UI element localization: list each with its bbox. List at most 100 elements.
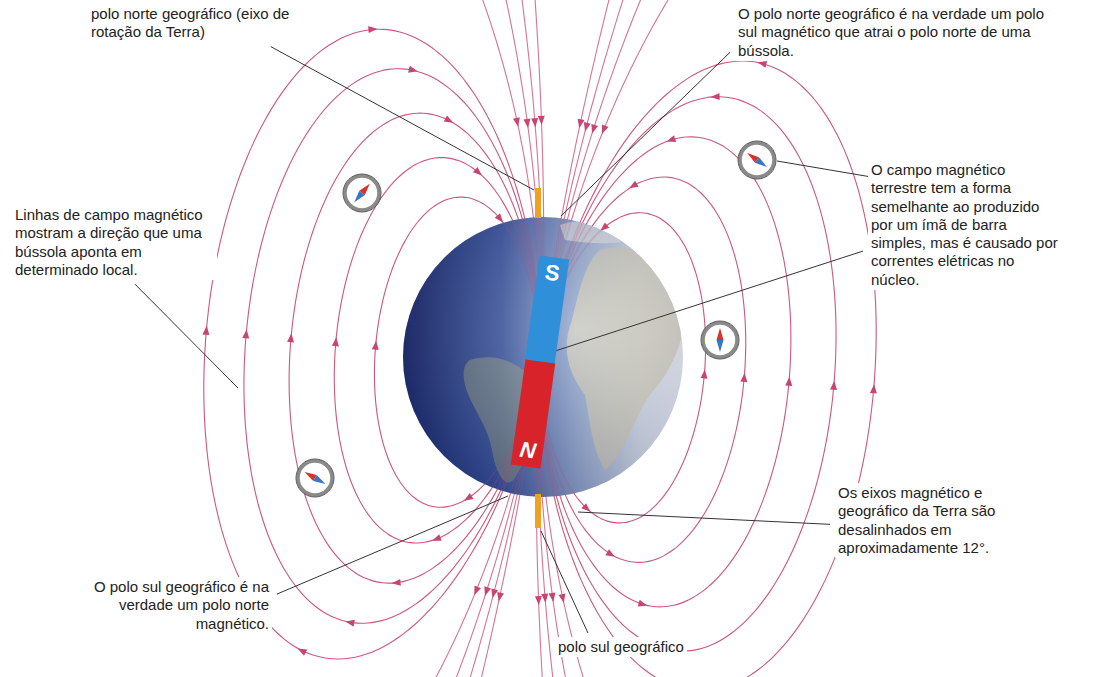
field-line <box>0 0 663 677</box>
field-arrow <box>372 340 380 350</box>
field-arrow <box>710 92 720 100</box>
callout-text: polo sul geográfico <box>555 637 687 657</box>
leader-line <box>561 52 730 216</box>
field-arrow <box>605 549 615 557</box>
field-line <box>0 0 591 677</box>
field-arrow <box>464 493 474 502</box>
field-arrow <box>444 115 454 123</box>
field-line <box>270 103 560 594</box>
globe-shading <box>403 217 683 497</box>
field-arrow <box>605 549 615 557</box>
leader-line <box>135 284 238 388</box>
field-arrow <box>638 600 648 608</box>
field-arrow <box>601 124 609 134</box>
field-arrow <box>432 534 442 542</box>
field-arrow <box>558 593 565 603</box>
leader-line <box>541 531 588 633</box>
field-arrow <box>629 180 639 189</box>
field-line <box>0 0 618 677</box>
field-arrow <box>710 92 720 100</box>
pole-letter: S <box>544 260 562 286</box>
field-arrow <box>202 326 210 336</box>
field-line <box>462 0 1099 677</box>
field-arrow <box>740 373 748 383</box>
compass <box>296 459 334 497</box>
field-arrow <box>287 333 295 343</box>
compass <box>701 321 739 359</box>
callout-text: Os eixos magnético e geográfico da Terra… <box>835 483 1050 558</box>
field-line <box>519 125 809 616</box>
field-arrow <box>368 26 378 34</box>
field-arrow <box>740 373 748 383</box>
field-arrow <box>242 329 250 339</box>
field-arrow <box>830 380 838 390</box>
field-arrow <box>444 115 454 123</box>
field-arrow <box>523 118 531 128</box>
field-arrow <box>581 503 591 512</box>
field-arrow <box>537 115 545 125</box>
compass <box>738 141 776 179</box>
field-arrow <box>297 648 307 655</box>
field-line <box>0 0 754 677</box>
field-arrow <box>512 117 520 127</box>
field-line <box>222 57 564 637</box>
field-arrow <box>496 592 504 602</box>
field-arrow <box>537 115 545 125</box>
field-arrow <box>491 589 499 599</box>
field-arrow <box>530 117 538 127</box>
field-arrow <box>541 593 549 603</box>
field-arrow <box>474 586 481 596</box>
field-arrow <box>785 377 793 387</box>
pole-letter: N <box>518 438 537 464</box>
field-arrow <box>496 592 504 602</box>
leader-line <box>552 251 863 352</box>
callout-text: O polo sul geográfico é na verdade um po… <box>40 577 272 634</box>
field-arrow <box>297 648 307 655</box>
field-arrow <box>785 377 793 387</box>
field-line <box>417 0 1099 677</box>
field-arrow <box>830 380 838 390</box>
field-arrow <box>345 619 355 627</box>
field-arrow <box>372 340 380 350</box>
field-line <box>0 0 754 677</box>
field-arrow <box>870 384 878 394</box>
field-arrow <box>600 222 610 232</box>
callout-text: O polo norte geográfico é na verdade um … <box>735 4 1050 61</box>
rotation-axis <box>535 188 541 218</box>
field-arrow <box>558 593 565 603</box>
compass <box>343 174 381 212</box>
field-arrow <box>583 122 591 132</box>
field-arrow <box>548 592 556 602</box>
field-arrow <box>202 326 210 336</box>
field-arrow <box>432 534 442 542</box>
field-line <box>319 150 557 553</box>
field-arrow <box>523 118 531 128</box>
field-arrow <box>512 117 520 127</box>
field-arrow <box>667 135 677 143</box>
field-arrow <box>583 122 591 132</box>
field-arrow <box>494 213 504 223</box>
callout-text: O campo magnético terrestre tem a forma … <box>868 160 1063 290</box>
field-arrow <box>408 66 418 74</box>
field-arrow <box>484 586 492 596</box>
field-arrow <box>600 222 610 232</box>
field-line <box>462 0 1099 677</box>
field-arrow <box>638 600 648 608</box>
field-line <box>523 167 761 570</box>
field-arrow <box>629 180 639 189</box>
callout-text: Linhas de campo magnético mostram a dire… <box>12 205 217 280</box>
field-line <box>512 45 901 677</box>
field-arrow <box>345 619 355 627</box>
field-arrow <box>391 578 401 586</box>
field-arrow <box>701 369 709 379</box>
field-line <box>326 0 1099 677</box>
field-arrow <box>667 135 677 143</box>
field-arrow <box>534 595 542 605</box>
field-arrow <box>242 329 250 339</box>
field-arrow <box>591 124 599 134</box>
rotation-axis <box>535 494 541 528</box>
field-arrow <box>484 586 492 596</box>
field-arrow <box>491 589 499 599</box>
